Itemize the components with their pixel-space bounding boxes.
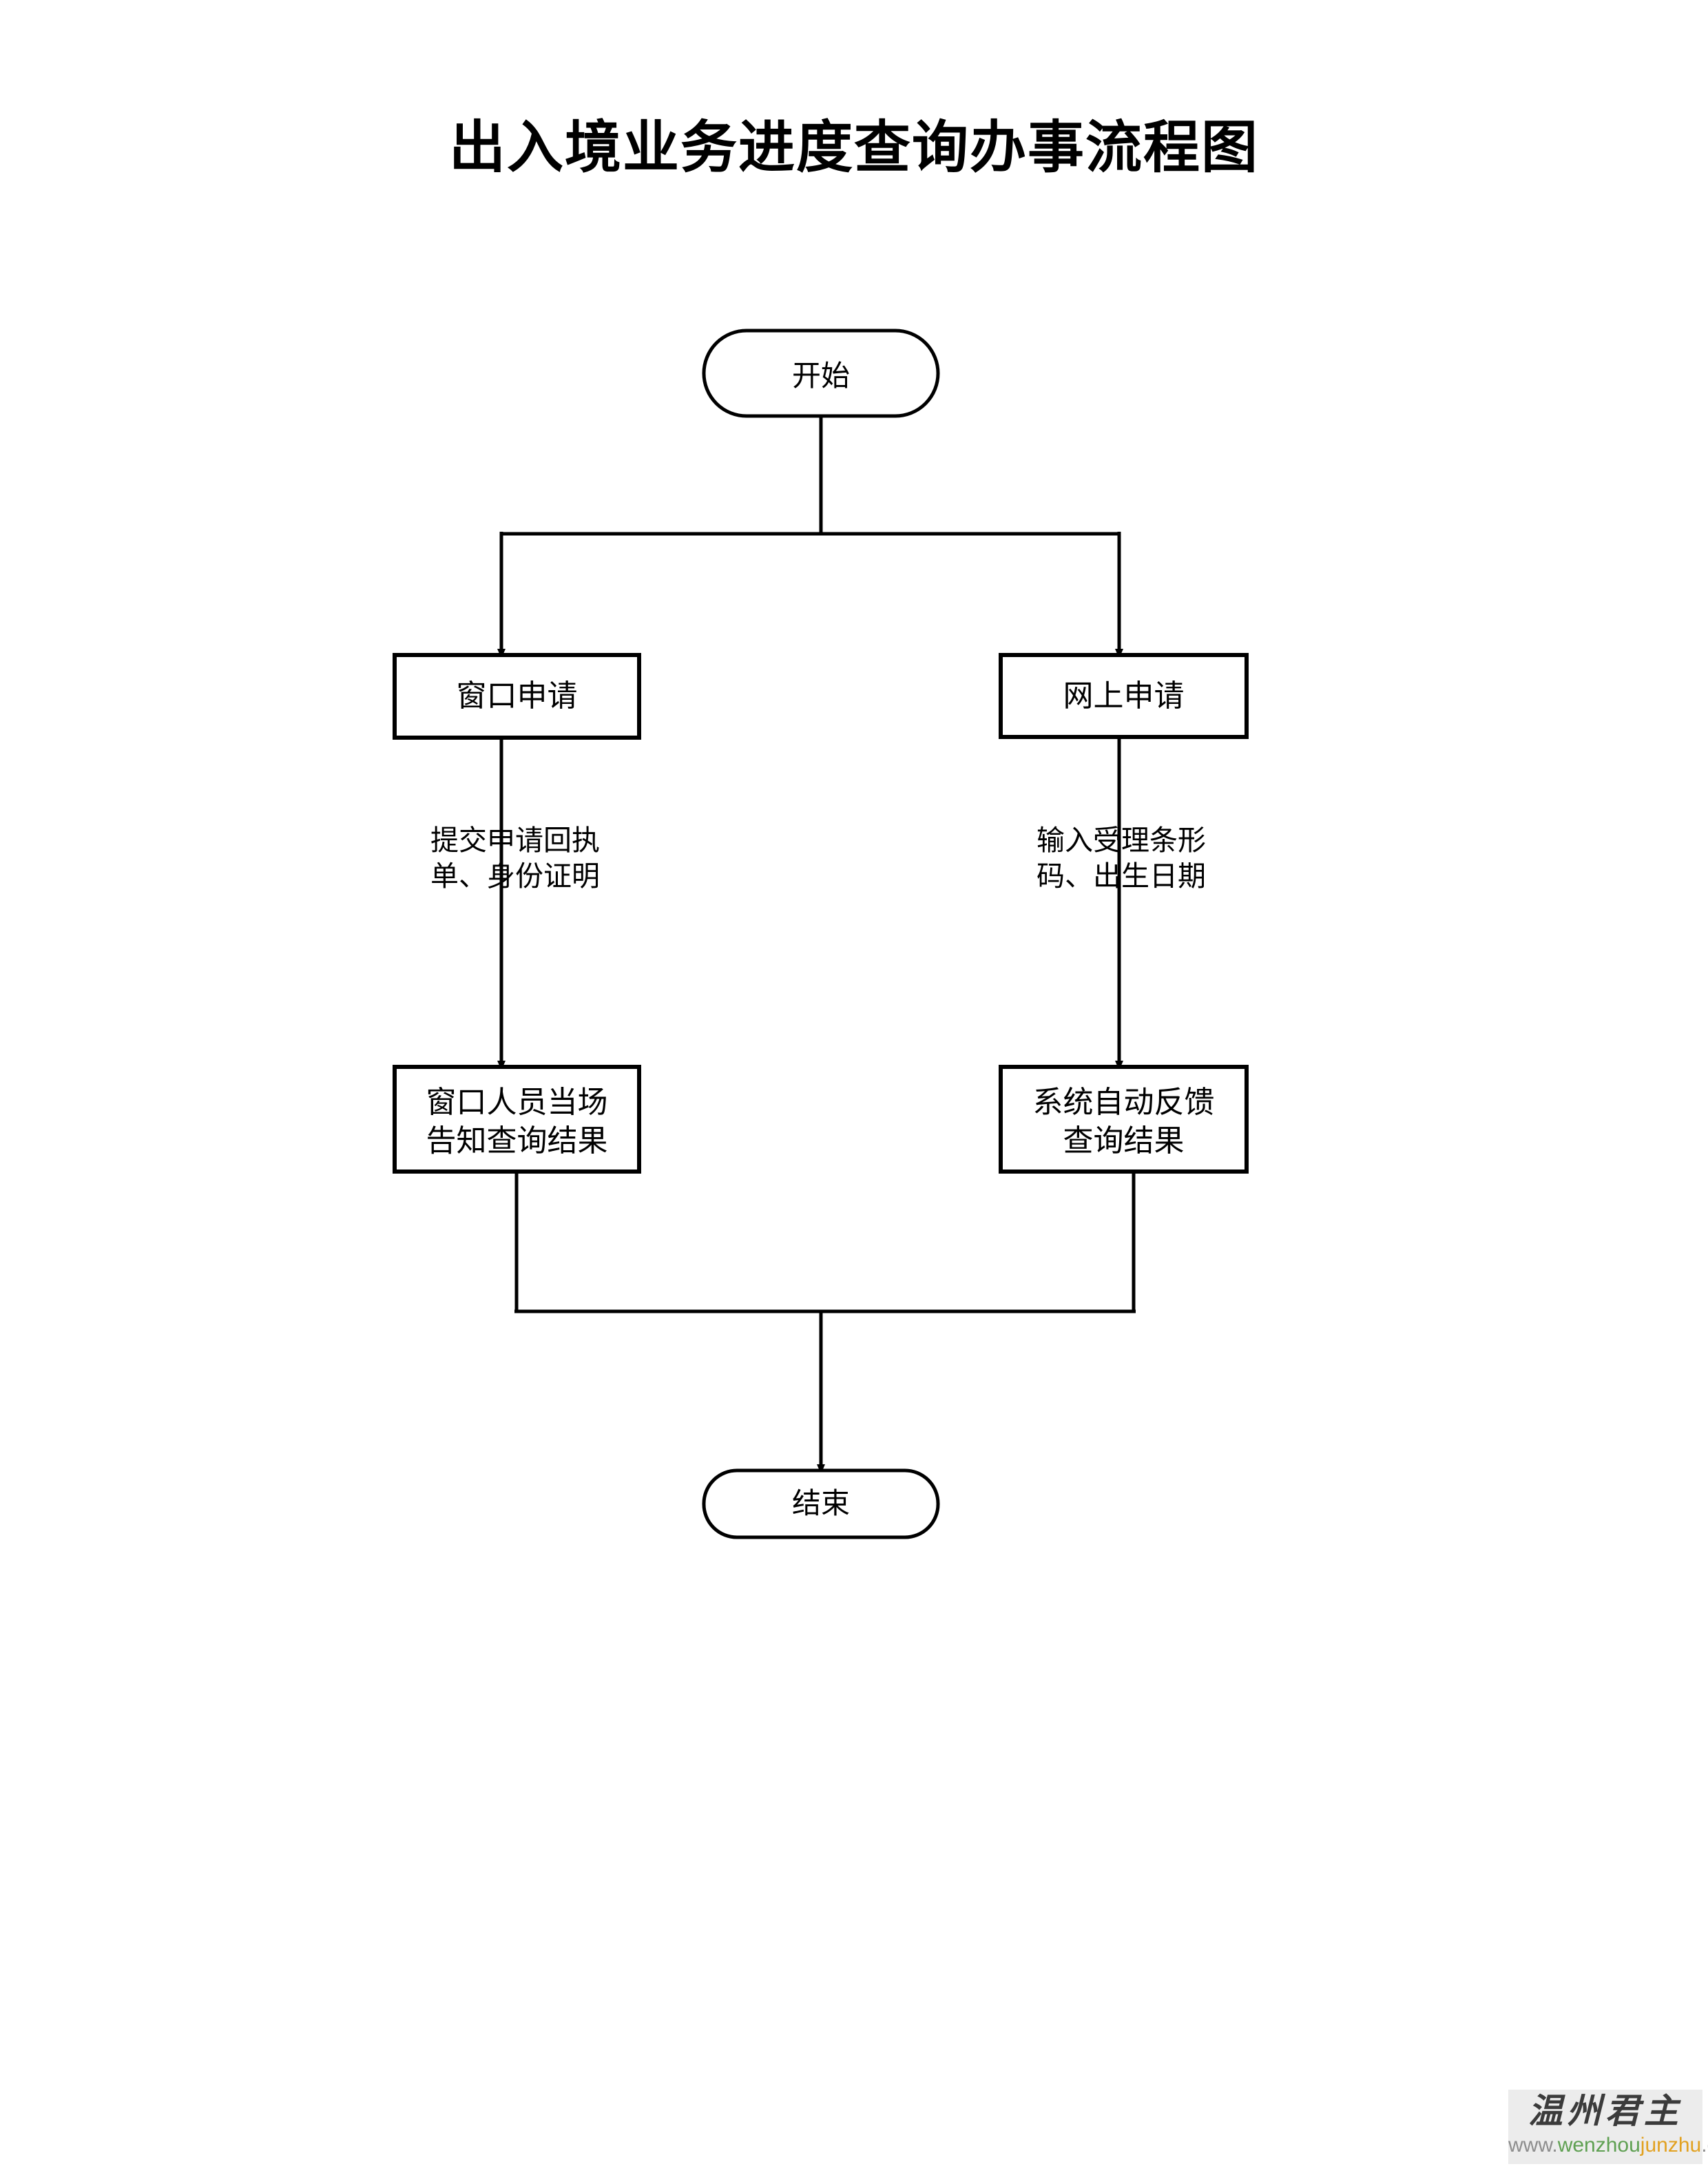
edge-label-window-docs: 提交申请回执 单、身份证明 — [430, 824, 600, 892]
node-system-result-shape — [999, 1065, 1249, 1174]
node-system-result-label: 系统自动反馈 查询结果 — [1032, 1085, 1215, 1158]
watermark-url-green: wenzhou — [1557, 2134, 1641, 2156]
watermark-url-prefix: www. — [1508, 2134, 1558, 2156]
node-end-shape — [702, 1468, 940, 1539]
node-window-apply-label: 窗口申请 — [456, 679, 578, 713]
node-end-label: 结束 — [791, 1488, 850, 1520]
node-window-result-label: 窗口人员当场 告知查询结果 — [426, 1085, 608, 1158]
node-online-apply-label: 网上申请 — [1063, 679, 1185, 713]
page-title: 出入境业务进度查询办事流程图 — [448, 116, 1259, 179]
node-online-apply-shape — [999, 653, 1249, 739]
node-window-apply-shape — [393, 653, 641, 740]
node-start-label: 开始 — [791, 361, 850, 393]
watermark-url: www.wenzhoujunzhu.com — [1508, 2132, 1708, 2159]
edge-label-online-input: 输入受理条形 码、出生日期 — [1037, 824, 1206, 892]
watermark: 温州君主 www.wenzhoujunzhu.com — [1508, 2090, 1708, 2164]
watermark-url-suffix: .com — [1701, 2134, 1708, 2156]
watermark-brand: 温州君主 — [1528, 2092, 1683, 2130]
watermark-url-orange: junzhu — [1640, 2134, 1702, 2156]
